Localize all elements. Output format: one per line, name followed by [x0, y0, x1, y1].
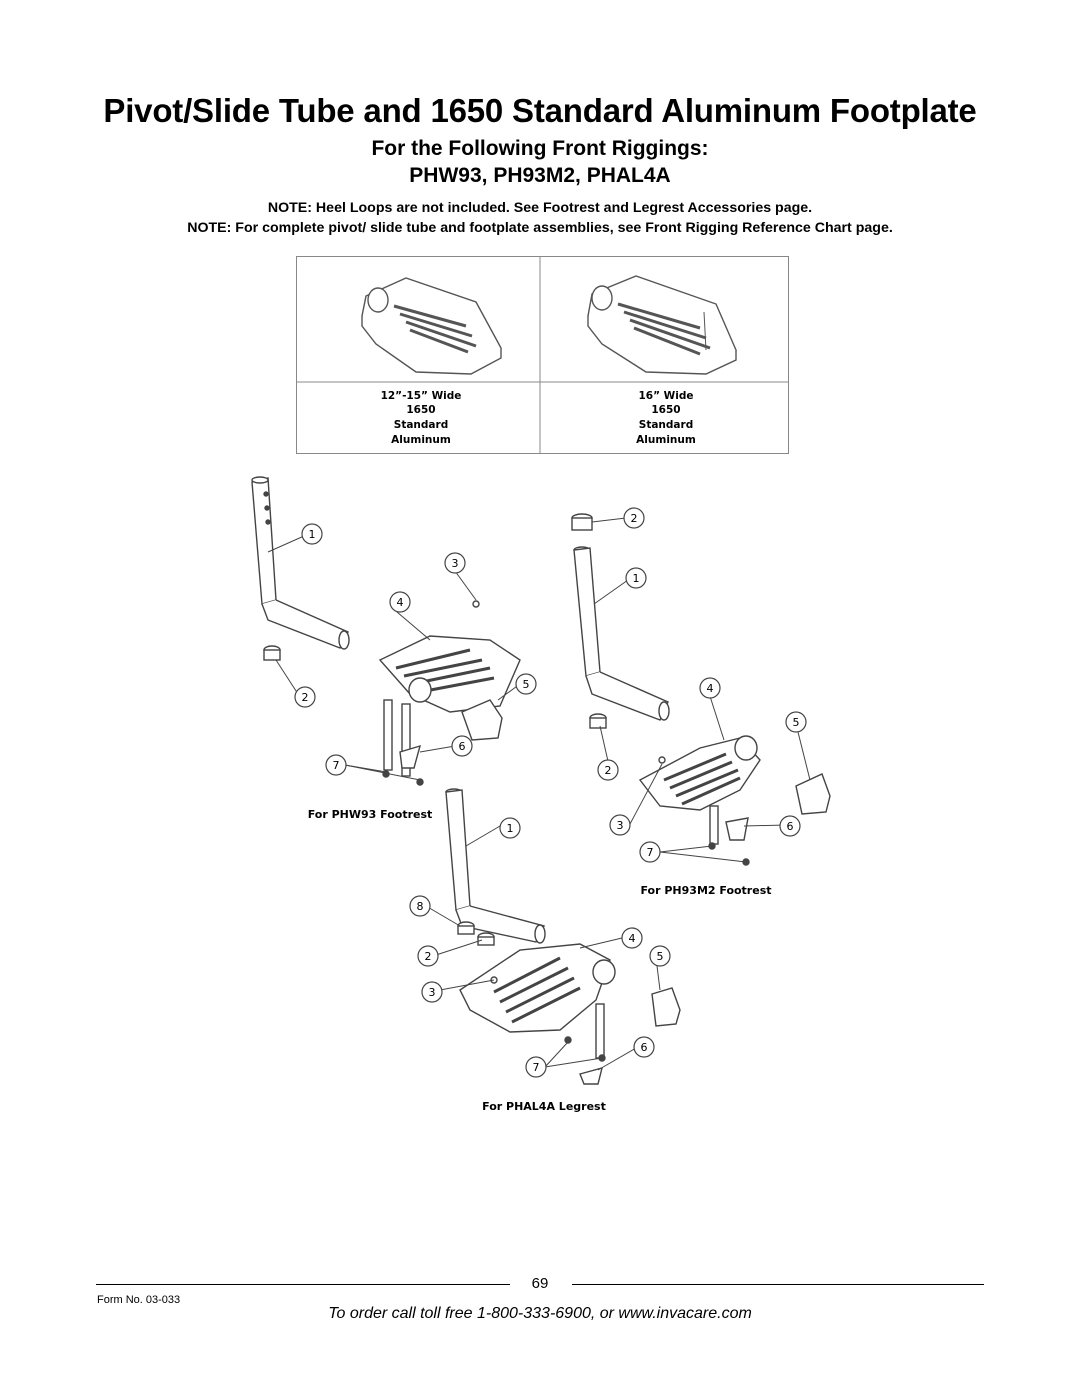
table-right-material: Aluminum	[636, 434, 696, 446]
svg-text:7: 7	[647, 846, 654, 859]
svg-text:8: 8	[417, 900, 424, 913]
svg-text:6: 6	[641, 1041, 648, 1054]
form-number: Form No. 03-033	[97, 1294, 181, 1306]
svg-text:6: 6	[459, 740, 466, 753]
phal4a-callouts: 1 2 3 4 5 6 7 8	[409, 817, 671, 1078]
svg-text:4: 4	[397, 596, 404, 609]
svg-text:2: 2	[302, 691, 309, 704]
ph93m2-diagram	[571, 513, 831, 866]
svg-text:7: 7	[533, 1061, 540, 1074]
footplate-table: 12”-15” Wide 1650 Standard Aluminum 16” …	[296, 256, 789, 454]
svg-text:2: 2	[425, 950, 432, 963]
footer-rule-left	[96, 1284, 510, 1285]
svg-text:7: 7	[333, 759, 340, 772]
phw93-diagram	[251, 476, 521, 786]
svg-text:4: 4	[629, 932, 636, 945]
phw93-callouts: 1 2 3 4 5 6 7	[294, 523, 537, 776]
phw93-caption: For PHW93 Footrest	[308, 808, 433, 821]
svg-text:2: 2	[605, 764, 612, 777]
table-left-type: Standard	[394, 419, 448, 431]
table-left-width: 12”-15” Wide	[381, 390, 462, 402]
table-right-width: 16” Wide	[639, 390, 694, 402]
table-right-type: Standard	[639, 419, 693, 431]
ph93m2-caption: For PH93M2 Footrest	[640, 884, 771, 897]
page-number: 69	[531, 1275, 549, 1292]
table-right-model: 1650	[651, 404, 680, 416]
svg-text:1: 1	[309, 528, 316, 541]
svg-text:1: 1	[633, 572, 640, 585]
svg-text:2: 2	[631, 512, 638, 525]
parts-diagram: 1 2 3 4 5 6 7 For PHW93 Footrest	[251, 476, 831, 1113]
svg-text:5: 5	[523, 678, 530, 691]
table-left-material: Aluminum	[391, 434, 451, 446]
note-heel-loops: NOTE: Heel Loops are not included. See F…	[267, 200, 813, 216]
order-info: To order call toll free 1-800-333-6900, …	[328, 1305, 752, 1322]
table-left-model: 1650	[406, 404, 435, 416]
subtitle-models: PHW93, PH93M2, PHAL4A	[409, 164, 671, 187]
svg-text:1: 1	[507, 822, 514, 835]
svg-text:5: 5	[657, 950, 664, 963]
svg-text:4: 4	[707, 682, 714, 695]
svg-text:3: 3	[452, 557, 459, 570]
note-assemblies: NOTE: For complete pivot/ slide tube and…	[187, 220, 893, 236]
footplate-12-15-image	[361, 277, 502, 375]
subtitle-riggings: For the Following Front Riggings:	[371, 137, 709, 160]
footplate-16-image	[587, 275, 737, 375]
svg-text:6: 6	[787, 820, 794, 833]
footer-rule-right	[572, 1284, 984, 1285]
page-title: Pivot/Slide Tube and 1650 Standard Alumi…	[103, 92, 977, 129]
phal4a-caption: For PHAL4A Legrest	[482, 1100, 606, 1113]
svg-text:3: 3	[429, 986, 436, 999]
svg-text:3: 3	[617, 819, 624, 832]
svg-text:5: 5	[793, 716, 800, 729]
ph93m2-callouts: 1 2 2 3 4 5 6 7	[597, 507, 807, 863]
